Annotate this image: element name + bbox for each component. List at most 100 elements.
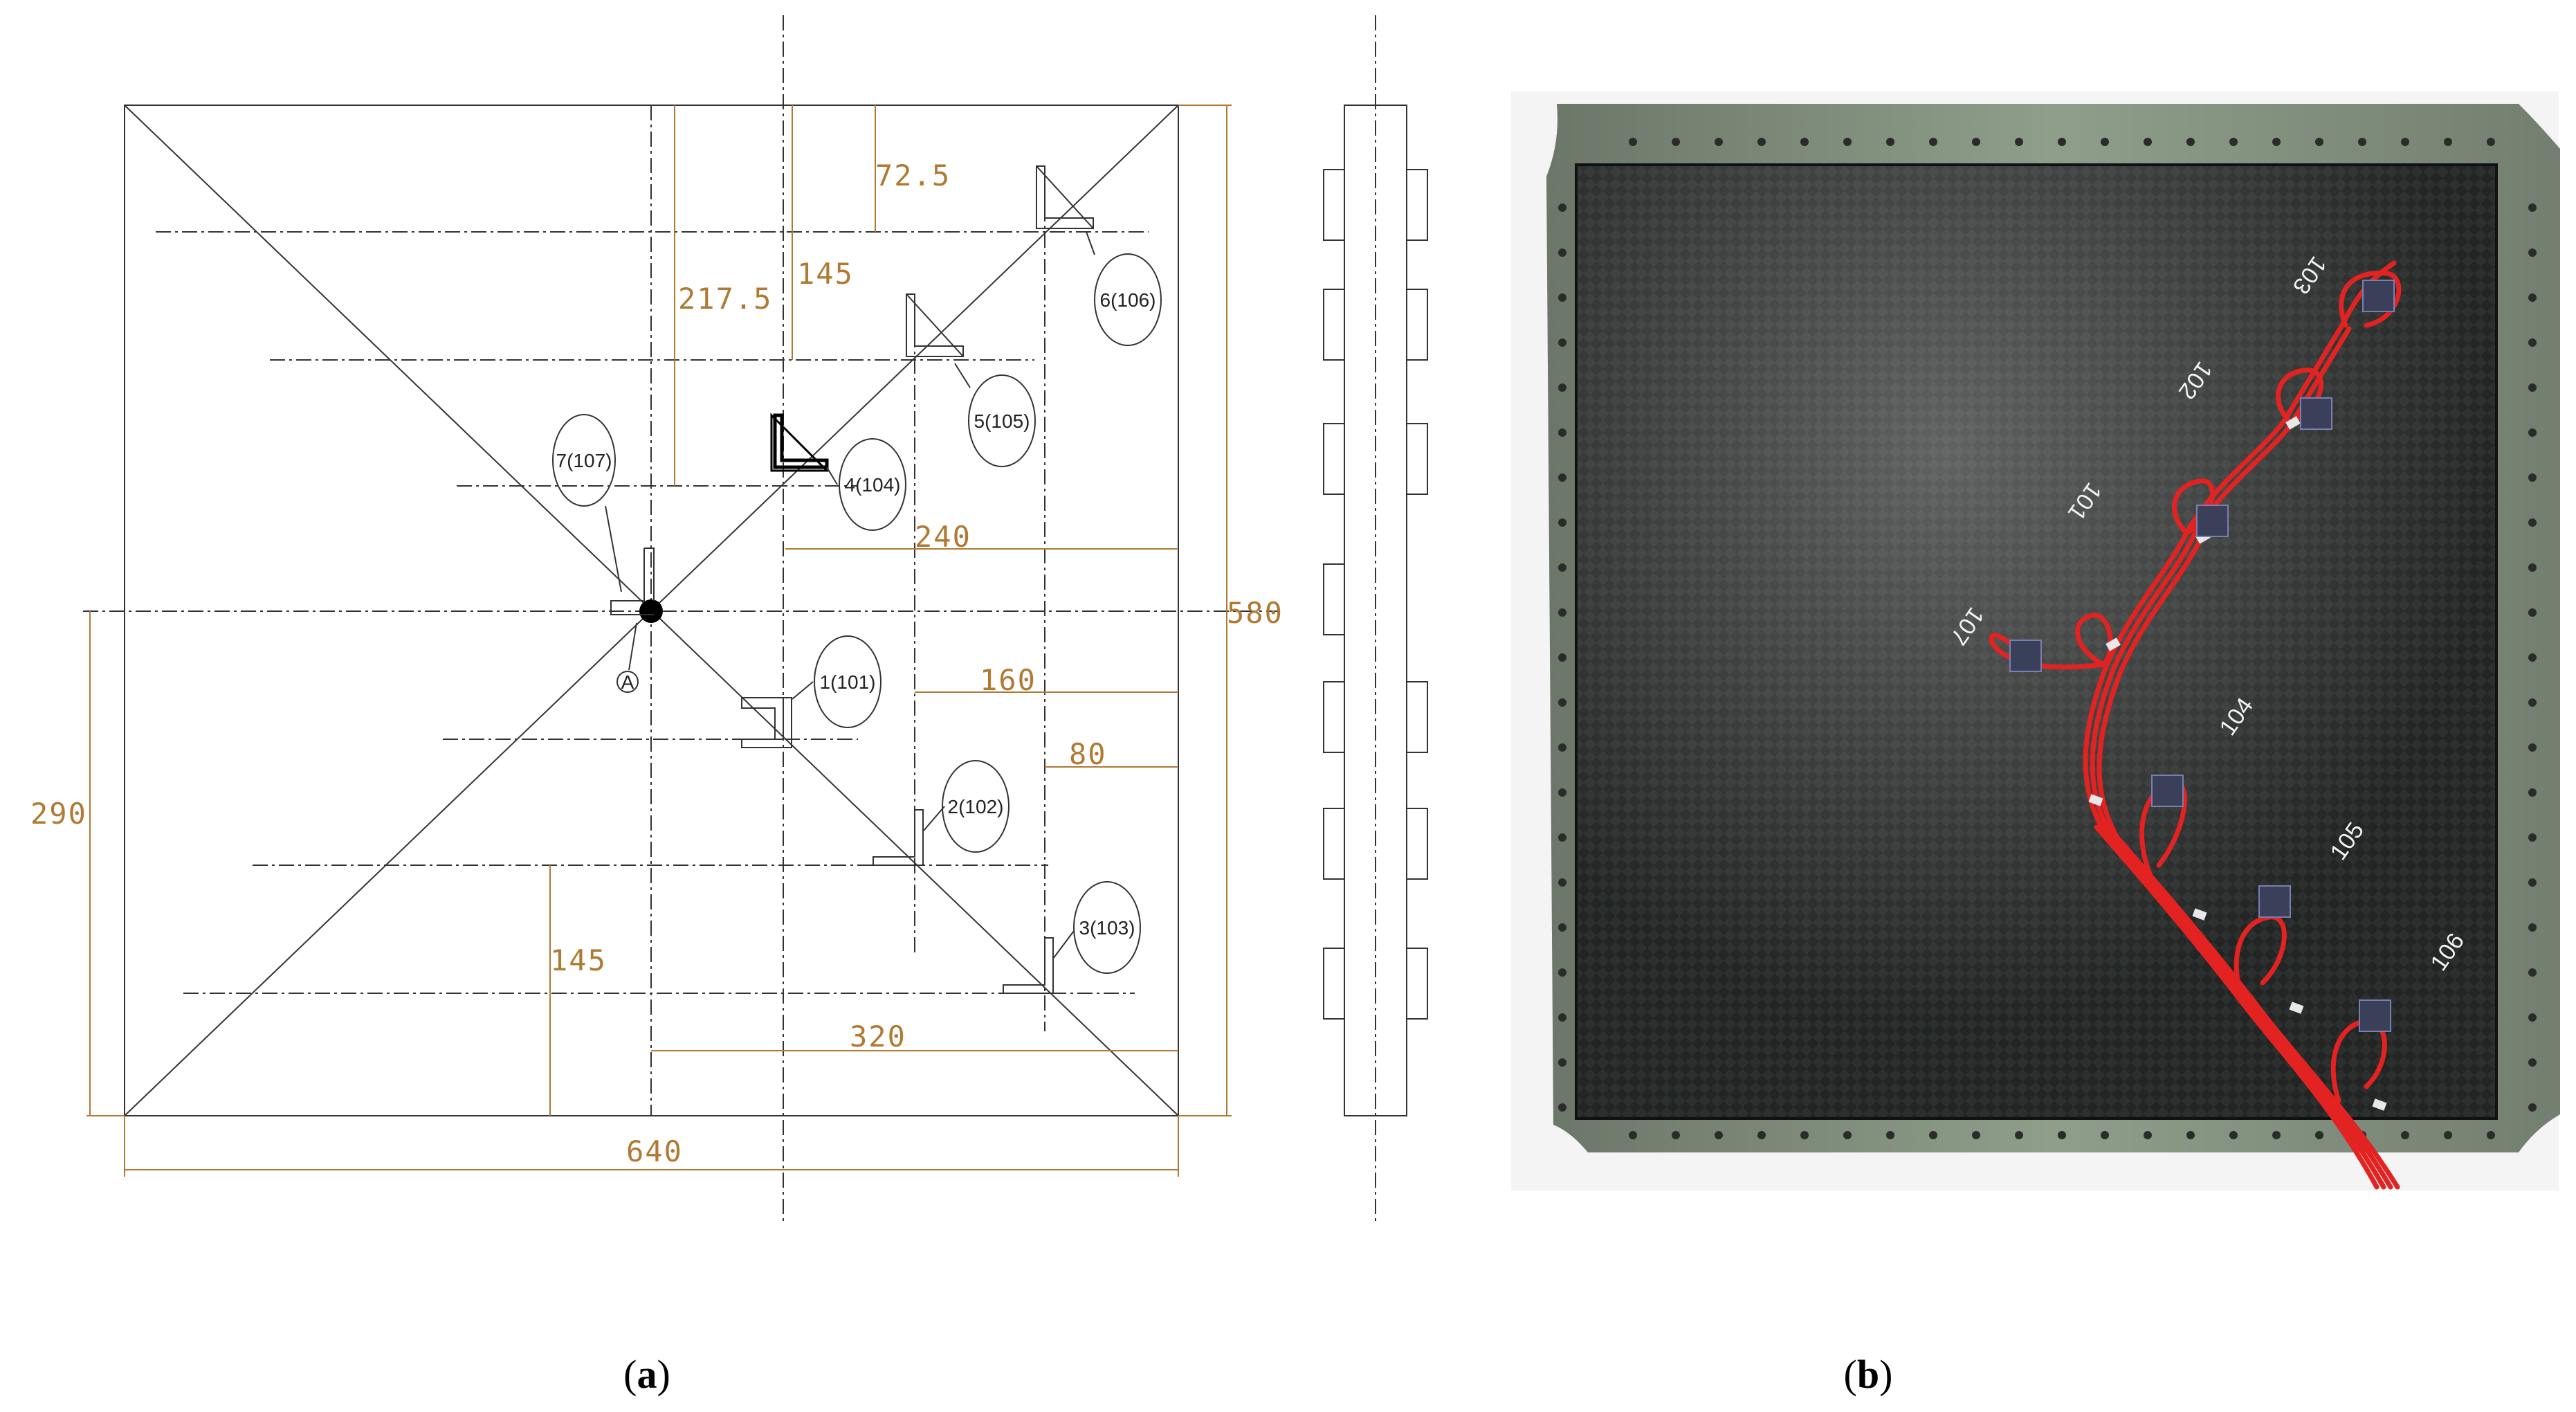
frame-hole [2528, 428, 2537, 437]
sensor-7-label: 7(107) [556, 450, 612, 471]
dimension-145-bottom: 145 [550, 943, 607, 977]
caption-b-close: ) [1879, 1352, 1892, 1397]
sensor-7-symbol [610, 547, 655, 615]
frame-hole [2528, 968, 2537, 977]
frame-hole [2528, 878, 2537, 887]
frame-hole [2528, 1103, 2537, 1112]
dimension-80: 80 [1069, 737, 1107, 771]
frame-hole [1558, 923, 1566, 932]
frame-holes [1558, 138, 2537, 1139]
dimension-290: 290 [30, 797, 87, 831]
frame-hole [2186, 1131, 2195, 1139]
frame-hole [1672, 138, 1680, 146]
frame-hole [2058, 1131, 2066, 1139]
frame-hole [1800, 1131, 1809, 1139]
sensor-1-symbol [741, 697, 792, 748]
dimension-160: 160 [980, 663, 1036, 697]
frame-hole [2528, 1058, 2537, 1067]
frame-hole [2528, 293, 2537, 302]
frame-hole [2487, 138, 2495, 146]
sensor-rosettes [2009, 280, 2395, 1032]
frame-hole [2144, 138, 2152, 146]
specimen-photo: 103 102 101 107 104 105 106 [1511, 91, 2560, 1191]
frame-hole [2444, 138, 2452, 146]
frame-hole [2487, 1131, 2495, 1139]
frame-hole [1558, 878, 1566, 887]
dimension-217-5: 217.5 [678, 282, 772, 316]
frame-hole [2358, 138, 2366, 146]
svg-text:(b): (b) [1844, 1352, 1893, 1397]
frame-hole [2528, 1013, 2537, 1022]
frame-hole [1558, 248, 1566, 257]
frame-hole [2528, 518, 2537, 527]
dimension-145-top: 145 [797, 257, 854, 291]
frame-hole [2272, 1131, 2281, 1139]
sensor-2-symbol [873, 809, 924, 866]
frame-hole [1558, 743, 1566, 752]
frame-hole [2528, 338, 2537, 347]
frame-hole [2444, 1131, 2452, 1139]
frame-hole [1558, 698, 1566, 707]
frame-hole [1558, 1103, 1566, 1112]
frame-hole [2144, 1131, 2152, 1139]
sensor-4-callout [839, 438, 906, 531]
frame-hole [1715, 138, 1723, 146]
frame-hole [2058, 138, 2066, 146]
frame-hole [2528, 788, 2537, 797]
frame-hole [2401, 1131, 2409, 1139]
frame-hole [2101, 1131, 2109, 1139]
frame-hole [2528, 653, 2537, 662]
caption-a: (a) [623, 1352, 670, 1397]
frame-hole [1757, 138, 1766, 146]
technical-drawing: 72.5 217.5 145 240 580 160 80 290 145 32… [30, 15, 1282, 1224]
point-a-label: A [621, 671, 634, 693]
sensor-4-symbol [770, 413, 830, 472]
side-view [1323, 15, 1428, 1224]
frame-hole [2528, 563, 2537, 572]
frame-hole [1672, 1131, 1680, 1139]
dimension-640: 640 [626, 1134, 683, 1168]
side-view-sensors [1323, 169, 1428, 1020]
sensor-2-callout [942, 760, 1010, 853]
sensor-3-callout [1073, 881, 1141, 974]
frame-hole [1629, 138, 1637, 146]
sensor-1-callout [814, 635, 881, 728]
frame-hole [1558, 788, 1566, 797]
frame-hole [1972, 138, 1980, 146]
sensor-6-label: 6(106) [1100, 289, 1156, 311]
frame-hole [1929, 1131, 1937, 1139]
sensor-4-label: 4(104) [845, 474, 901, 496]
frame-hole [1558, 833, 1566, 842]
frame-hole [1558, 563, 1566, 572]
sensor-5-symbol [906, 293, 964, 357]
frame-hole [2528, 608, 2537, 617]
frame-hole [1558, 338, 1566, 347]
frame-hole [1558, 1013, 1566, 1022]
frame-hole [2315, 1131, 2323, 1139]
dimension-lines [86, 105, 1232, 1177]
caption-b-letter: b [1857, 1352, 1879, 1397]
frame-hole [1558, 473, 1566, 482]
sensor-5-label: 5(105) [974, 410, 1030, 432]
frame-hole [2528, 923, 2537, 932]
frame-hole [1757, 1131, 1766, 1139]
sensor-6-symbol [1036, 165, 1094, 229]
frame-hole [2528, 383, 2537, 392]
frame-hole [2101, 138, 2109, 146]
frame-hole [1558, 428, 1566, 437]
frame-hole [1715, 1131, 1723, 1139]
sensor-3-label: 3(103) [1079, 917, 1135, 939]
point-a-marker [616, 671, 639, 693]
sensor-7-callout [552, 414, 616, 507]
frame-hole [1843, 1131, 1852, 1139]
frame-hole [2015, 138, 2023, 146]
frame-hole [1558, 1058, 1566, 1067]
frame-hole [2015, 1131, 2023, 1139]
frame-hole [1800, 138, 1809, 146]
dimension-320: 320 [850, 1020, 906, 1053]
svg-text:(a): (a) [623, 1352, 670, 1397]
sensor-wiring [1989, 260, 2402, 1190]
frame-hole [1929, 138, 1937, 146]
frame-hole [1972, 1131, 1980, 1139]
